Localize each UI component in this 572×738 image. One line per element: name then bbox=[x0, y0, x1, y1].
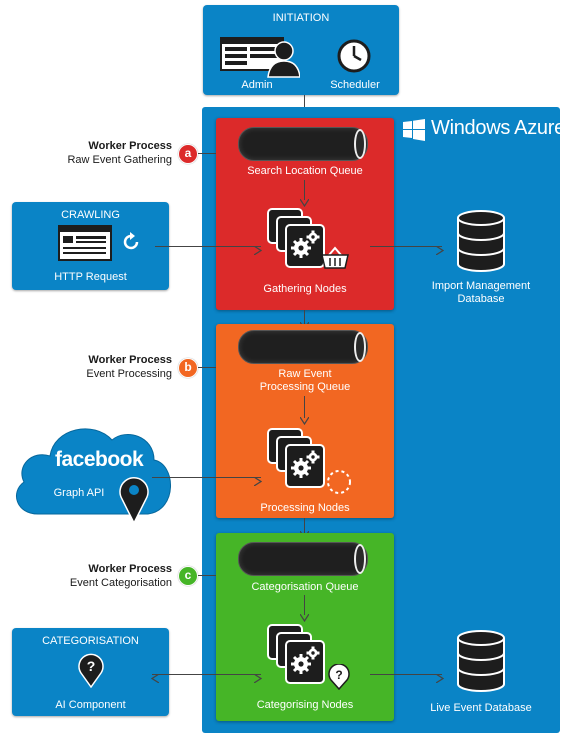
worker-c-connector bbox=[198, 575, 216, 576]
connector-live-db bbox=[370, 674, 442, 675]
ai-question-pin-icon: ? bbox=[78, 652, 104, 689]
arrow-crawling bbox=[253, 242, 263, 256]
windows-logo-icon bbox=[402, 118, 426, 142]
worker-a-title: Worker Process bbox=[88, 140, 172, 152]
live-db-label: Live Event Database bbox=[430, 702, 532, 714]
arrow-import-db bbox=[435, 242, 445, 256]
question-icon: ? bbox=[327, 663, 351, 691]
worker-a-connector bbox=[198, 153, 216, 154]
raw-event-processing-queue bbox=[238, 330, 368, 364]
worker-b-subtitle: Event Processing bbox=[86, 368, 172, 380]
arrow-red-internal bbox=[299, 194, 310, 208]
arrow-ai-left bbox=[150, 670, 160, 684]
crawling-panel: CRAWLING HTTP Request bbox=[12, 202, 169, 290]
connector-orange-internal bbox=[304, 396, 305, 418]
admin-icon bbox=[220, 33, 301, 81]
arrow-orange-internal bbox=[299, 412, 310, 426]
scheduler-label: Scheduler bbox=[330, 79, 380, 91]
processing-queue-label-2: Processing Queue bbox=[259, 381, 351, 393]
categorisation-queue bbox=[238, 542, 368, 576]
initiation-title: INITIATION bbox=[272, 12, 330, 24]
connector-crawling bbox=[155, 246, 261, 247]
categorising-nodes-label: Categorising Nodes bbox=[256, 699, 354, 711]
worker-c-subtitle: Event Categorisation bbox=[69, 577, 172, 589]
browser-icon bbox=[58, 224, 124, 266]
connector-orange-green bbox=[304, 518, 305, 533]
arrow-ai-right bbox=[253, 670, 263, 684]
ai-question-glyph: ? bbox=[87, 658, 96, 674]
spinner-icon bbox=[325, 468, 353, 496]
connector-red-internal bbox=[304, 180, 305, 200]
processing-nodes-label: Processing Nodes bbox=[260, 502, 350, 514]
worker-a-subtitle: Raw Event Gathering bbox=[67, 154, 172, 166]
refresh-icon bbox=[121, 232, 141, 252]
facebook-logo: facebook bbox=[55, 448, 144, 471]
search-location-queue bbox=[238, 127, 368, 161]
database-icon bbox=[456, 210, 506, 272]
import-db-label-2: Database bbox=[457, 293, 505, 305]
connector-init-red bbox=[304, 95, 305, 117]
categorisation-queue-label: Categorisation Queue bbox=[251, 581, 359, 593]
categorising-node-card bbox=[285, 640, 325, 684]
connector-ai bbox=[152, 674, 261, 675]
database-icon bbox=[456, 630, 506, 692]
admin-label: Admin bbox=[241, 79, 273, 91]
search-location-queue-label: Search Location Queue bbox=[247, 165, 363, 177]
arrow-green-internal bbox=[299, 609, 310, 623]
gear-icon bbox=[291, 230, 320, 258]
import-db-label-1: Import Management bbox=[431, 280, 531, 292]
processing-node-card bbox=[285, 444, 325, 488]
gathering-node-card bbox=[285, 224, 325, 268]
connector-import-db bbox=[370, 246, 442, 247]
ai-component-label: AI Component bbox=[55, 699, 126, 711]
categorisation-panel: CATEGORISATION ? AI Component bbox=[12, 628, 169, 716]
worker-b-title: Worker Process bbox=[88, 354, 172, 366]
worker-a-badge: a bbox=[178, 144, 198, 164]
basket-icon bbox=[320, 246, 350, 270]
worker-b-badge: b bbox=[178, 358, 198, 378]
svg-text:?: ? bbox=[335, 668, 342, 682]
processing-queue-label-1: Raw Event bbox=[278, 368, 332, 380]
connector-green-internal bbox=[304, 595, 305, 615]
azure-brand-text: Windows Azure bbox=[431, 117, 565, 139]
graph-api-label: Graph API bbox=[53, 487, 105, 499]
map-pin-icon bbox=[118, 473, 150, 525]
clock-icon bbox=[337, 39, 371, 73]
gear-icon bbox=[291, 646, 320, 674]
arrow-facebook bbox=[253, 473, 263, 487]
crawling-title: CRAWLING bbox=[61, 209, 120, 221]
worker-c-badge: c bbox=[178, 566, 198, 586]
initiation-panel: INITIATION Admin Scheduler bbox=[203, 5, 399, 95]
worker-c-title: Worker Process bbox=[88, 563, 172, 575]
connector-red-orange bbox=[304, 310, 305, 324]
arrow-live-db bbox=[435, 670, 445, 684]
categorisation-title: CATEGORISATION bbox=[42, 635, 139, 647]
gathering-nodes-label: Gathering Nodes bbox=[263, 283, 347, 295]
connector-facebook bbox=[152, 477, 261, 478]
worker-b-connector bbox=[198, 367, 216, 368]
gear-icon bbox=[291, 450, 320, 478]
http-request-label: HTTP Request bbox=[54, 271, 127, 283]
